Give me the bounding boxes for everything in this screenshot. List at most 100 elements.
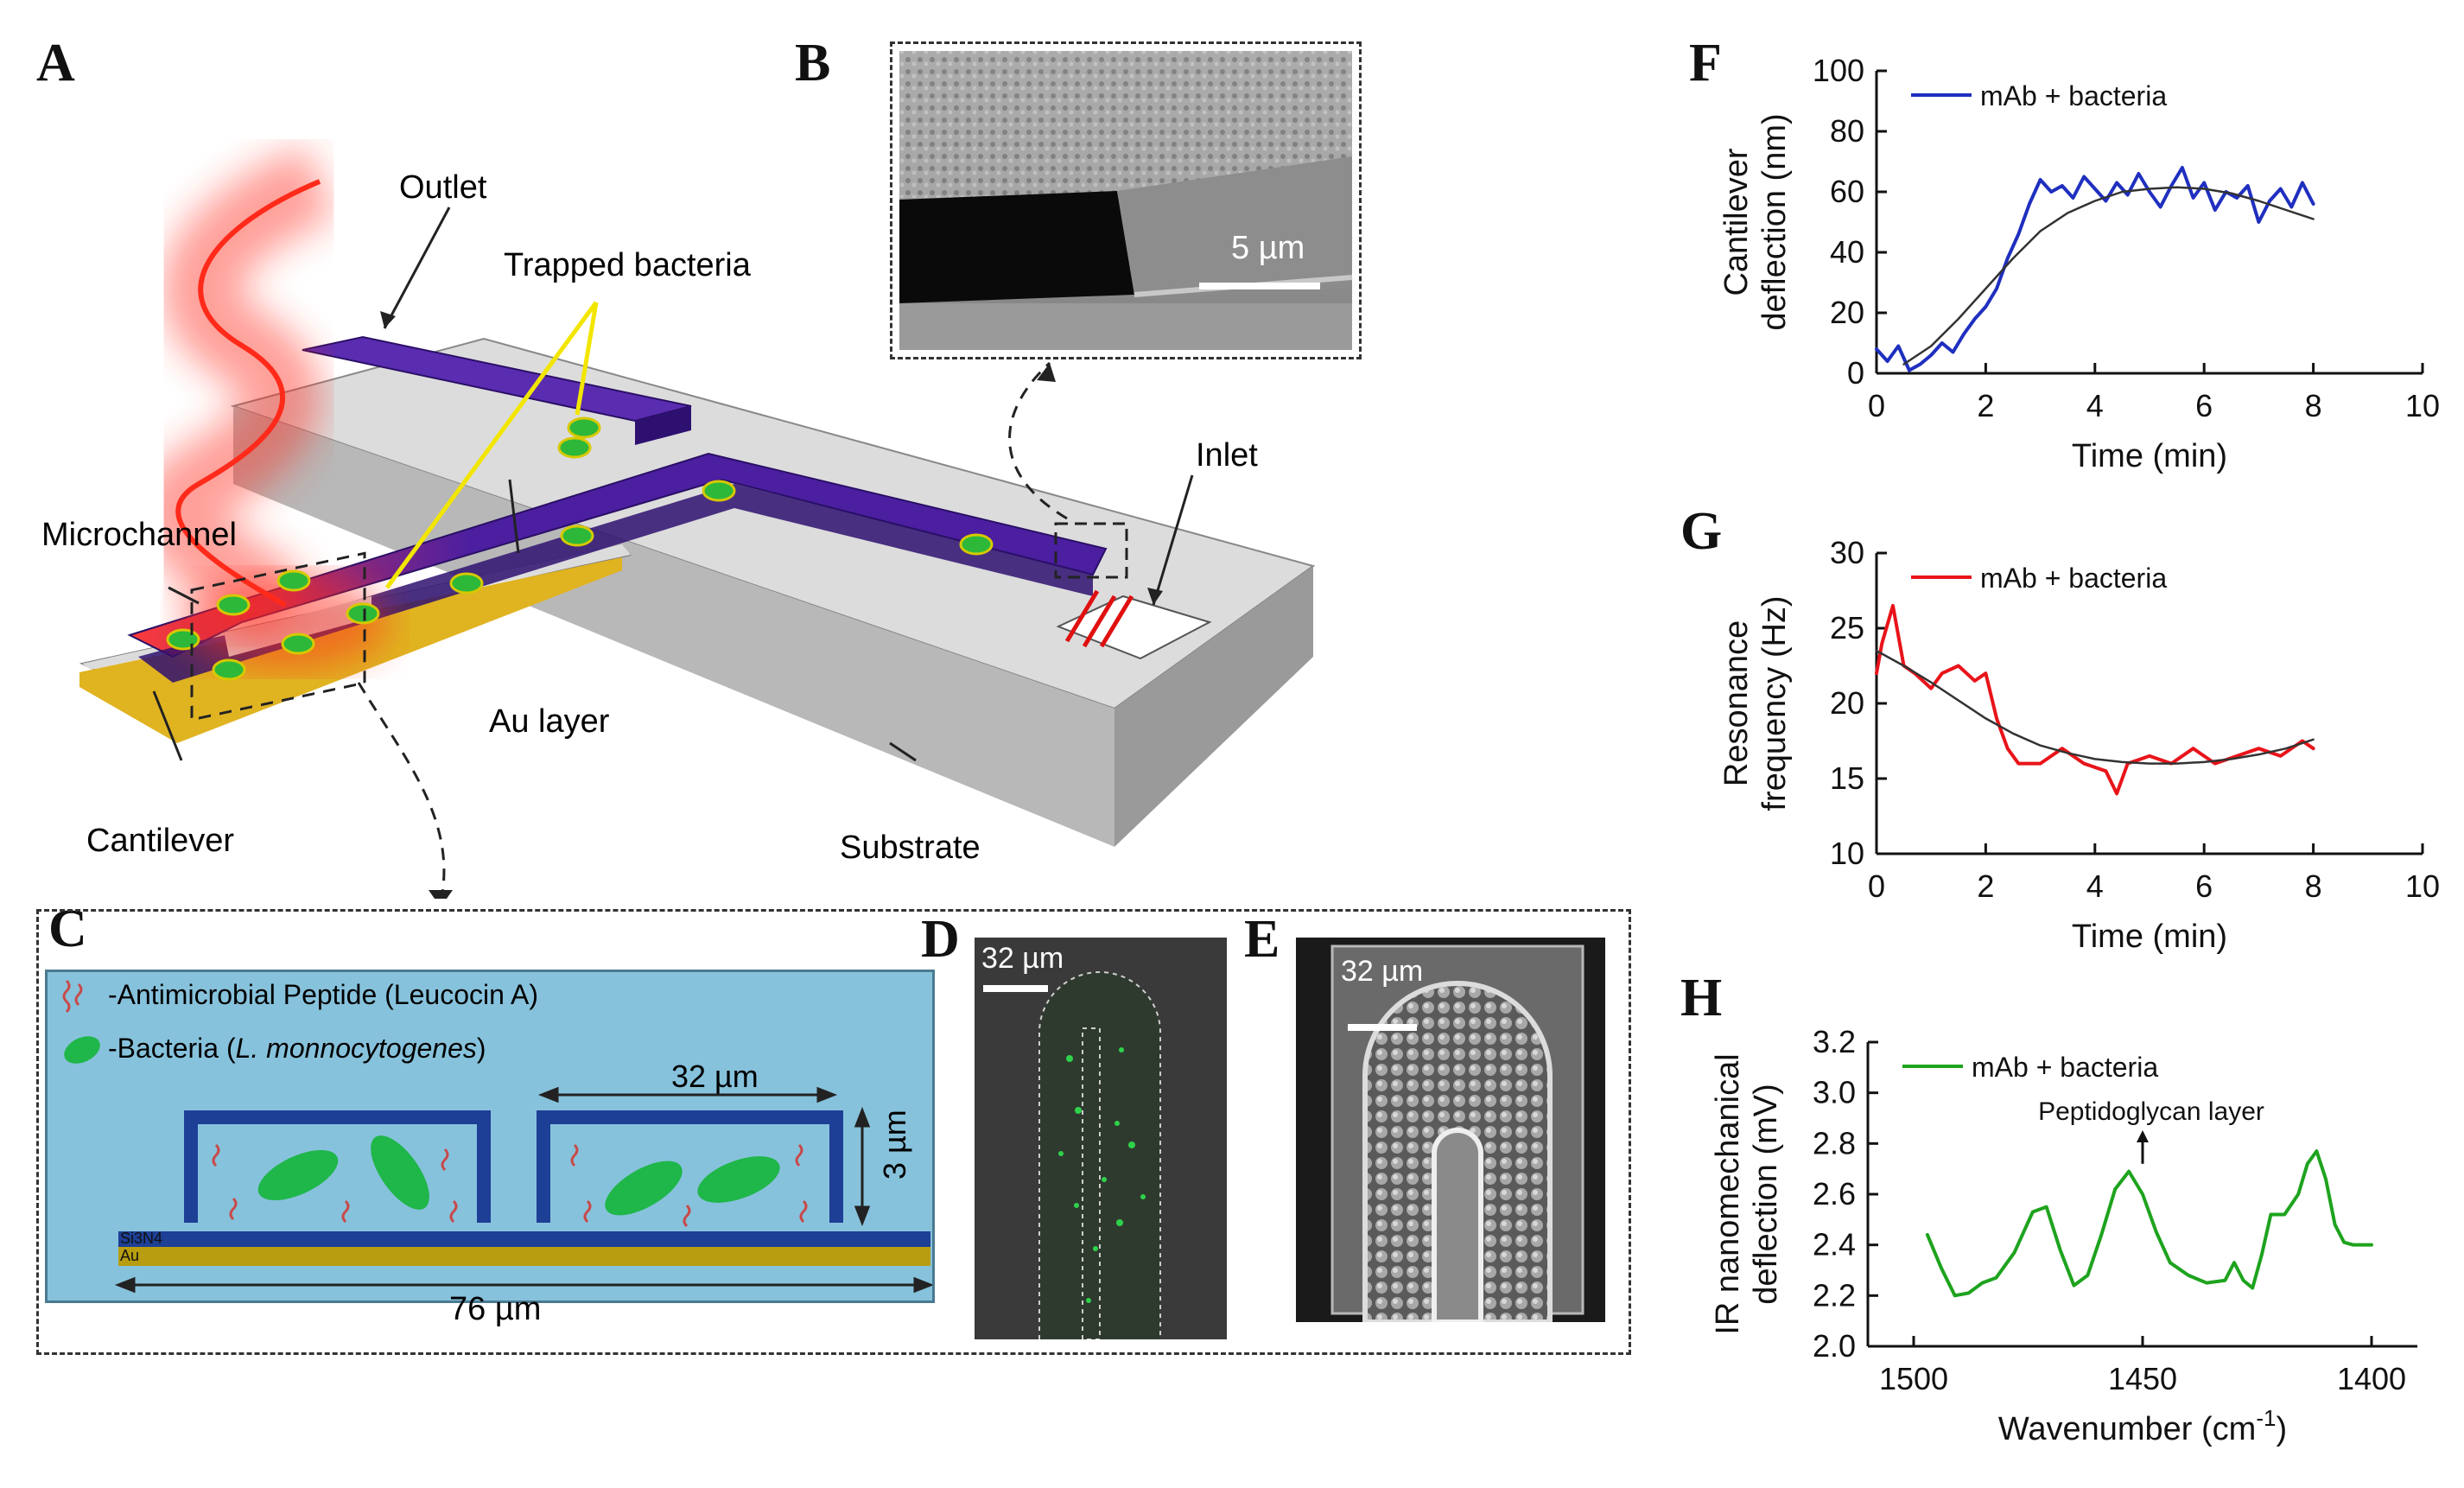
y-axis-label: frequency (Hz)	[1756, 595, 1793, 811]
label-microchannel: Microchannel	[41, 517, 237, 553]
y-tick-label: 20	[1830, 685, 1864, 721]
x-tick-label: 8	[2305, 868, 2322, 904]
label-substrate: Substrate	[840, 830, 981, 866]
data-point	[2269, 1212, 2272, 1216]
legend-bacteria-suffix: )	[476, 1033, 486, 1064]
data-point	[2324, 1177, 2327, 1180]
data-point	[2013, 1250, 2016, 1254]
data-point	[2016, 232, 2020, 236]
fit-point	[2285, 747, 2287, 749]
x-tick-label: 2	[1977, 868, 1994, 904]
panel-cde-frame	[36, 909, 1631, 1355]
data-point	[2086, 1274, 2089, 1277]
panel-letter-g: G	[1680, 502, 1723, 561]
data-point	[2061, 184, 2064, 188]
fit-point	[1903, 665, 1905, 666]
y-tick-label: 2.8	[1813, 1125, 1856, 1161]
data-point	[2115, 792, 2118, 795]
channel-peptides	[212, 1143, 808, 1228]
data-point	[2315, 1149, 2318, 1153]
x-tick-label: 10	[2405, 388, 2440, 423]
fit-point	[2040, 231, 2042, 232]
dimension-lines	[114, 1086, 932, 1294]
y-tick-label: 80	[1830, 113, 1864, 149]
data-point	[2049, 190, 2053, 194]
fit-point	[2258, 754, 2259, 755]
y-tick-label: 25	[1830, 610, 1864, 645]
x-tick-label: 0	[1868, 868, 1885, 904]
data-point	[1891, 604, 1895, 607]
data-point	[1957, 665, 1960, 667]
panel-letter-a: A	[36, 34, 75, 92]
data-point	[2205, 1281, 2208, 1285]
fit-point	[1958, 318, 1959, 320]
data-point	[2192, 747, 2195, 750]
panel-letter-d: D	[921, 910, 960, 969]
x-axis-label: Time (min)	[2072, 919, 2227, 955]
data-point	[1875, 671, 1878, 675]
data-point	[1926, 1233, 1929, 1237]
data-point	[2213, 208, 2217, 212]
fit-point	[1958, 700, 1959, 702]
data-series-line	[1925, 1149, 2373, 1298]
data-point	[2099, 1233, 2103, 1237]
fit-point	[2094, 200, 2096, 201]
x-tick-label: 1400	[2337, 1361, 2406, 1396]
data-point	[2283, 1212, 2286, 1216]
legend-peptide: -Antimicrobial Peptide (Leucocin A)	[108, 979, 539, 1010]
peptide-legend-icon	[62, 979, 83, 1014]
y-axis-label: Cantilever	[1718, 148, 1755, 296]
y-tick-label: 20	[1830, 295, 1864, 330]
data-point	[2306, 1162, 2309, 1166]
data-point	[2260, 1253, 2264, 1256]
y-tick-label: 2.2	[1813, 1277, 1856, 1313]
legend-bacteria-prefix: -Bacteria (	[108, 1033, 236, 1064]
data-point	[2137, 172, 2140, 175]
legend-label: mAb + bacteria	[1972, 1052, 2158, 1083]
label-cantilever: Cantilever	[86, 823, 235, 859]
data-point	[2342, 1241, 2346, 1244]
label-inlet: Inlet	[1196, 437, 1258, 474]
x-axis-label-close: )	[2276, 1411, 2287, 1447]
panel-d-fluorescence-image	[975, 938, 1227, 1340]
fit-point	[1903, 364, 1905, 365]
data-point	[2028, 202, 2031, 206]
si3n4-label: Si3N4	[120, 1230, 163, 1247]
data-point	[2213, 762, 2217, 766]
data-point	[2148, 754, 2151, 758]
fit-point	[2285, 209, 2287, 211]
panel-c-cross-section: -Antimicrobial Peptide (Leucocin A) -Bac…	[45, 970, 935, 1303]
data-point	[2127, 1170, 2131, 1173]
data-point	[1940, 671, 1944, 675]
panel-a-device-schematic	[79, 145, 1316, 899]
data-point	[1973, 317, 1977, 321]
data-point	[2169, 1261, 2172, 1264]
data-point	[2192, 196, 2195, 200]
data-point	[2202, 181, 2206, 184]
dim-total-label: 76 µm	[449, 1291, 542, 1327]
fit-point	[2012, 258, 2014, 259]
data-point	[1995, 287, 1998, 290]
legend-label: mAb + bacteria	[1980, 80, 2167, 111]
x-tick-label: 6	[2195, 868, 2213, 904]
fit-point	[2203, 761, 2205, 763]
data-point	[2232, 1261, 2236, 1264]
data-point	[2031, 1211, 2035, 1214]
x-tick-label: 1500	[1879, 1361, 1948, 1396]
data-point	[2334, 1223, 2337, 1226]
data-point	[1919, 363, 1922, 366]
panel-letter-b: B	[795, 34, 831, 92]
fit-point	[2176, 187, 2178, 188]
data-point	[2159, 206, 2162, 208]
data-point	[1973, 679, 1977, 683]
fit-point	[2040, 745, 2042, 747]
legend-bacteria: -Bacteria (L. monnocytogenes)	[108, 1033, 486, 1065]
data-point	[1962, 333, 1965, 335]
data-point	[2279, 188, 2283, 190]
data-point	[2148, 190, 2151, 194]
y-tick-label: 2.4	[1813, 1227, 1856, 1262]
panel-b-frame	[890, 41, 1362, 359]
data-point	[2235, 754, 2239, 758]
data-point	[2279, 754, 2283, 758]
